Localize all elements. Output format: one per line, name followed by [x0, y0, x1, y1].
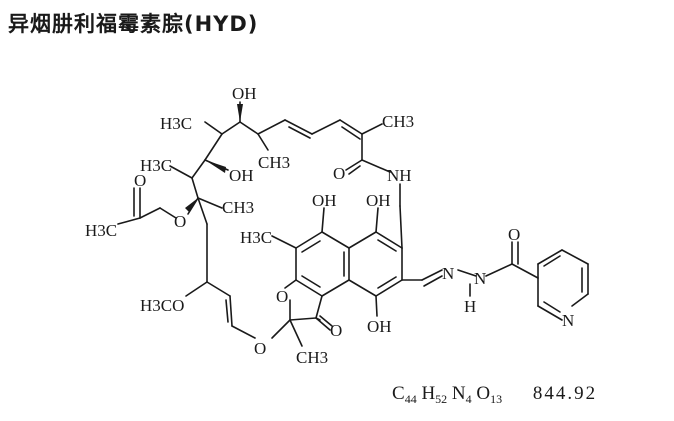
- formula-oxygen: O: [476, 383, 491, 404]
- atom-label-o: O: [333, 164, 345, 183]
- atom-label-n: N: [442, 264, 454, 283]
- atom-label-n: N: [474, 269, 486, 288]
- atom-label-oh: OH: [367, 317, 392, 336]
- atom-label-o: O: [276, 287, 288, 306]
- atom-label-nh: NH: [387, 166, 412, 185]
- atom-label-o: O: [330, 321, 342, 340]
- atom-label-n: N: [562, 311, 574, 330]
- atom-label-h3c: H3C: [160, 114, 192, 133]
- formula-oxygen-count: 13: [490, 392, 503, 406]
- formula-nitrogen-count: 4: [465, 392, 472, 406]
- bond-lines: [117, 101, 589, 347]
- page-title: 异烟肼利福霉素腙(HYD): [8, 12, 259, 36]
- atom-label-o: O: [174, 212, 186, 231]
- formula-nitrogen: N: [451, 383, 466, 404]
- formula-hydrogen: H: [421, 383, 436, 404]
- atom-label-h3c: H3C: [85, 221, 117, 240]
- atom-label-oh: OH: [229, 166, 254, 185]
- formula-hydrogen-count: 52: [435, 392, 448, 406]
- atom-label-oh: OH: [312, 191, 337, 210]
- atom-label-o: O: [254, 339, 266, 358]
- atom-label-oh: OH: [366, 191, 391, 210]
- wedge-bonds: [185, 104, 243, 212]
- atom-label-h3c: H3C: [240, 228, 272, 247]
- atom-label-ch3: CH3: [258, 153, 290, 172]
- atom-label-ch3: CH3: [222, 198, 254, 217]
- atom-label-h: H: [464, 297, 476, 316]
- atom-label-h3co: H3CO: [140, 296, 184, 315]
- atom-label-o: O: [134, 171, 146, 190]
- molecular-formula: C44 H52 N4 O13 844.92: [392, 383, 597, 407]
- formula-carbon: C: [392, 383, 405, 404]
- atom-label-h3c: H3C: [140, 156, 172, 175]
- atom-label-ch3: CH3: [382, 112, 414, 131]
- formula-carbon-count: 44: [404, 392, 417, 406]
- atom-label-o: O: [508, 225, 520, 244]
- atom-label-ch3: CH3: [296, 348, 328, 367]
- molecular-weight: 844.92: [532, 383, 598, 404]
- atom-label-oh: OH: [232, 84, 257, 103]
